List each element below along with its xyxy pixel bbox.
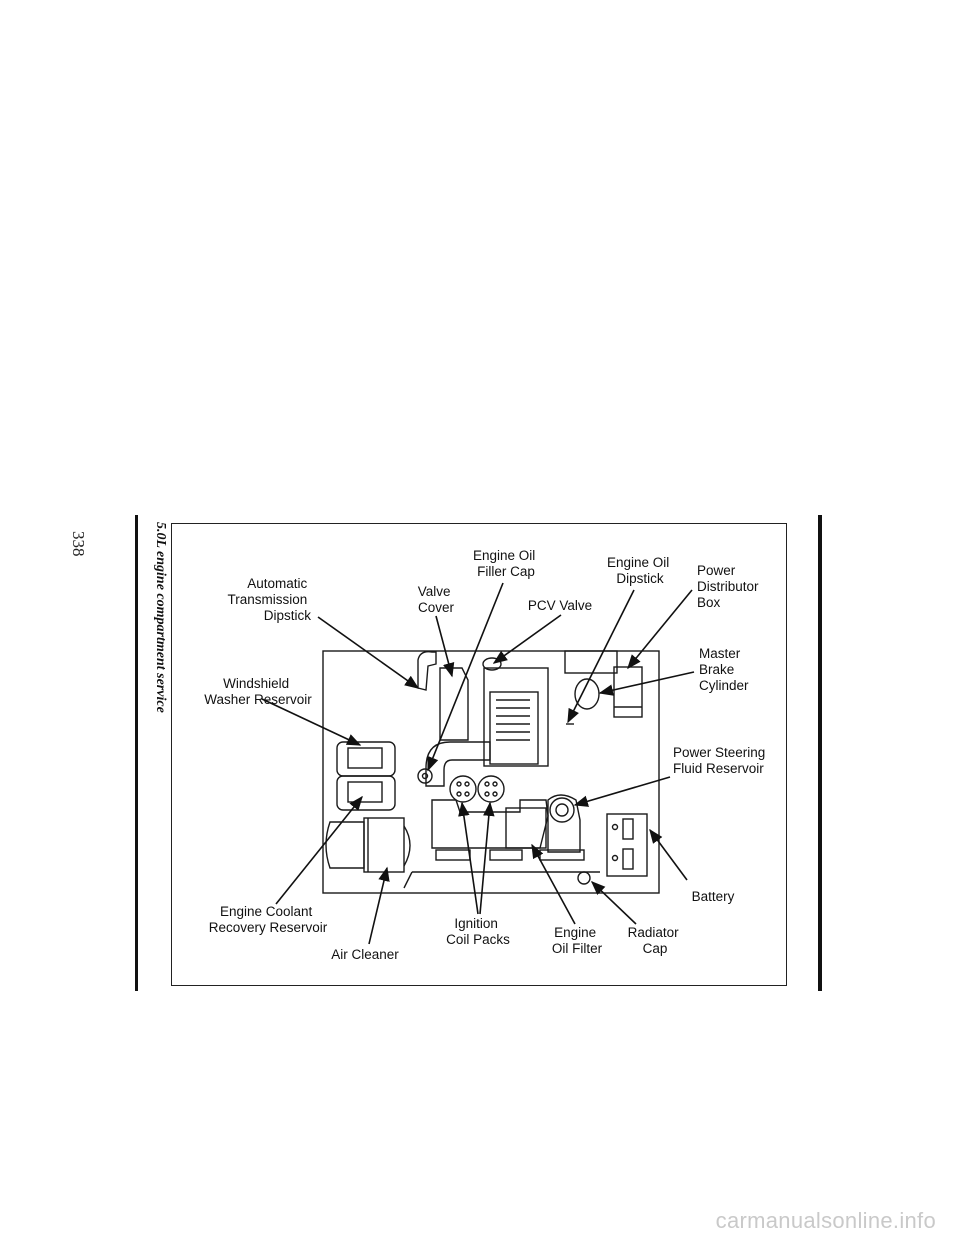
callout-labels: Automatic Transmission Dipstick Valve Co… [204,548,769,962]
arrow-pcv-valve [492,614,562,664]
figure-frame [171,523,787,986]
label-coil-packs: Ignition Coil Packs [446,916,510,947]
arrow-power-steering [573,776,671,807]
arrow-coil-pack-2 [479,801,495,915]
leader-arrows [261,582,695,945]
label-battery: Battery [692,889,735,904]
arrow-oil-filter [531,843,576,925]
label-brake-cylinder: Master Brake Cylinder [699,646,749,693]
arrow-battery [649,828,688,881]
label-valve-cover: Valve Cover [418,584,455,615]
arrow-oil-filler-cap [427,582,504,772]
arrow-coil-pack-1 [458,801,479,915]
arrow-radiator-cap [590,881,637,925]
label-coolant-reservoir: Engine Coolant Recovery Reservoir [209,904,328,935]
label-transmission-dipstick: Automatic Transmission Dipstick [227,576,311,623]
arrow-oil-dipstick [567,589,635,724]
right-margin-rule [818,515,822,991]
label-distributor-box: Power Distributor Box [697,563,762,610]
label-radiator-cap: Radiator Cap [628,925,683,956]
arrow-distributor-box [627,589,693,670]
watermark: carmanualsonline.info [715,1208,936,1233]
label-washer-reservoir: Windshield Washer Reservoir [204,676,312,707]
arrow-air-cleaner [368,866,390,945]
label-power-steering: Power Steering Fluid Reservoir [673,745,769,776]
arrow-coolant-reservoir [275,795,363,905]
engine-bay-outline [322,650,660,894]
label-air-cleaner: Air Cleaner [331,947,399,962]
arrow-brake-cylinder [598,671,695,696]
arrow-washer-reservoir [261,698,362,746]
left-margin-rule [135,515,138,991]
engine-bay-drawing [322,650,660,894]
label-oil-dipstick: Engine Oil Dipstick [607,555,673,586]
arrow-transmission-dipstick [317,616,420,689]
label-pcv-valve: PCV Valve [528,598,592,613]
arrow-valve-cover [435,615,455,678]
label-oil-filler-cap: Engine Oil Filler Cap [473,548,539,579]
label-oil-filter: Engine Oil Filter [552,925,603,956]
